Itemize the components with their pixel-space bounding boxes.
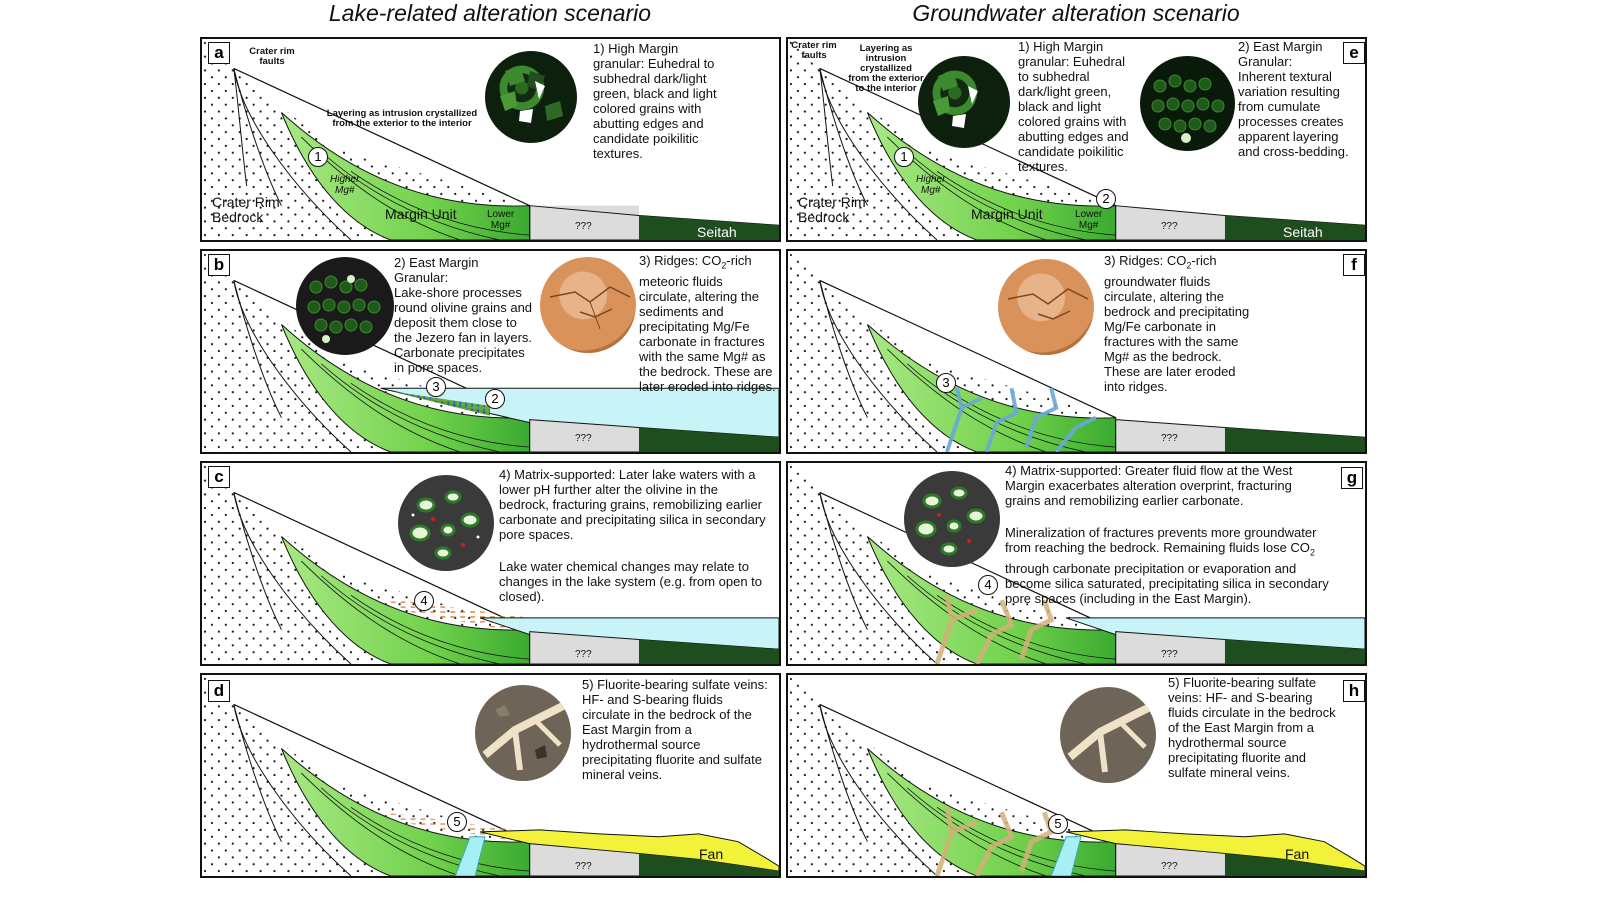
description-2: 2) East Margin Granular: Inherent textur… [1238, 39, 1349, 159]
panel-f: f 3) Ridges: CO2-rich groundwater fluids … [786, 249, 1367, 454]
description-4b-tail: through carbonate precipitation or evapo… [1005, 560, 1329, 606]
higher-mg-label: Higher Mg# [916, 174, 946, 196]
marker-5: 5 [447, 812, 467, 832]
marker-4: 4 [978, 575, 998, 595]
marker-3: 3 [426, 377, 446, 397]
description-5: 5) Fluorite-bearing sulfate veins: HF- a… [1168, 675, 1336, 780]
marker-5: 5 [1048, 814, 1068, 834]
panel-f-cross-section [788, 251, 1365, 452]
panel-label: e [1343, 42, 1365, 64]
panel-e-cross-section [788, 39, 1365, 240]
thin-section-image-1 [918, 56, 1010, 148]
marker-3: 3 [936, 373, 956, 393]
panel-c: c 4) Matrix-supported: Later lake waters… [200, 461, 781, 666]
description-3-body: groundwater fluids circulate, altering t… [1104, 273, 1250, 394]
description-2: 2) East Margin Granular: Lake-shore proc… [394, 255, 533, 375]
marker-1: 1 [308, 147, 328, 167]
unknown-label: ??? [575, 221, 592, 232]
panel-a: a Crater rim faults Layering as intrusio… [200, 37, 781, 242]
panel-label: d [208, 680, 230, 702]
panel-h-cross-section [788, 675, 1365, 876]
crater-rim-faults-label: Crater rim faults [791, 40, 837, 61]
margin-unit-label: Margin Unit [971, 206, 1043, 222]
description-3-body: meteoric fluids circulate, altering the … [639, 273, 776, 394]
panel-label: a [208, 42, 230, 64]
margin-unit-label: Margin Unit [385, 206, 457, 222]
panel-label: b [208, 254, 230, 276]
unknown-label: ??? [575, 649, 592, 660]
description-3-head: 3) Ridges: CO [1104, 253, 1187, 268]
unknown-label: ??? [1161, 861, 1178, 872]
unknown-label: ??? [575, 433, 592, 444]
description-4b: Mineralization of fractures prevents mor… [1005, 525, 1329, 606]
thin-section-image [485, 51, 577, 143]
sulfate-vein-image [475, 685, 571, 781]
crater-rim-bedrock-label: Crater Rim Bedrock [798, 194, 866, 225]
higher-mg-label: Higher Mg# [330, 174, 360, 196]
fan-label: Fan [699, 846, 724, 862]
lower-mg-label: Lower Mg# [487, 209, 515, 231]
description-5: 5) Fluorite-bearing sulfate veins: HF- a… [582, 677, 768, 782]
matrix-image [904, 471, 1000, 567]
carbonate-image [998, 259, 1094, 355]
panel-label: h [1343, 680, 1365, 702]
seitah-label: Seitah [697, 224, 737, 240]
carbonate-image [540, 257, 636, 353]
description-4: 4) Matrix-supported: Greater fluid flow … [1005, 463, 1293, 508]
panel-g: g 4) Matrix-supported: Greater fluid flo… [786, 461, 1367, 666]
description-3: 3) Ridges: CO2-rich meteoric fluids circu… [639, 253, 776, 394]
panel-b: b 2) East Margin Granular: Lake-shore pr… [200, 249, 781, 454]
description-4b: Lake water chemical changes may relate t… [499, 559, 763, 604]
description-3-tail: -rich [726, 253, 752, 268]
layering-note: Layering as intrusion crystallized from … [848, 43, 924, 94]
matrix-image [398, 475, 494, 571]
unknown-label: ??? [1161, 433, 1178, 444]
unknown-label: ??? [1161, 649, 1178, 660]
left-column-title: Lake-related alteration scenario [328, 0, 652, 26]
crater-rim-faults-label: Crater rim faults [249, 46, 295, 67]
seitah-label: Seitah [1283, 224, 1323, 240]
panel-g-cross-section [788, 463, 1365, 664]
lower-mg-label: Lower Mg# [1075, 209, 1103, 231]
description-3-head: 3) Ridges: CO [639, 253, 722, 268]
description-3-sub: 2 [1186, 260, 1192, 271]
panel-label: c [208, 466, 230, 488]
description-1: 1) High Margin granular: Euhedral to sub… [593, 41, 717, 161]
thin-section-image-2 [296, 257, 394, 355]
description-1: 1) High Margin granular: Euhedral to sub… [1018, 39, 1129, 174]
panel-label: f [1343, 254, 1365, 276]
description-4b-head: Mineralization of fractures prevents mor… [1005, 525, 1317, 555]
unknown-label: ??? [1161, 221, 1178, 232]
description-4b-sub: 2 [1309, 547, 1315, 558]
fan-label: Fan [1285, 846, 1310, 862]
panel-a-cross-section [202, 39, 779, 240]
panel-d: d 5) Fluorite-bearing sulfate veins: HF-… [200, 673, 781, 878]
panel-label: g [1341, 467, 1363, 489]
marker-4: 4 [414, 591, 434, 611]
description-3-sub: 2 [721, 260, 727, 271]
panel-b-cross-section [202, 251, 779, 452]
description-3: 3) Ridges: CO2-rich groundwater fluids ci… [1104, 253, 1249, 394]
layering-note: Layering as intrusion crystallized from … [326, 108, 478, 129]
description-3-tail: -rich [1191, 253, 1217, 268]
marker-1: 1 [894, 147, 914, 167]
unknown-label: ??? [575, 861, 592, 872]
right-column-title: Groundwater alteration scenario [912, 0, 1240, 26]
marker-2: 2 [485, 389, 505, 409]
marker-2: 2 [1096, 189, 1116, 209]
sulfate-vein-image [1060, 687, 1156, 783]
panel-h: h 5) Fluorite-bearing sulfate veins: HF-… [786, 673, 1367, 878]
panel-e: e Crater rim faults Layering as intrusio… [786, 37, 1367, 242]
thin-section-image-2 [1140, 56, 1235, 151]
crater-rim-bedrock-label: Crater Rim Bedrock [212, 194, 280, 225]
description-4: 4) Matrix-supported: Later lake waters w… [499, 467, 766, 542]
